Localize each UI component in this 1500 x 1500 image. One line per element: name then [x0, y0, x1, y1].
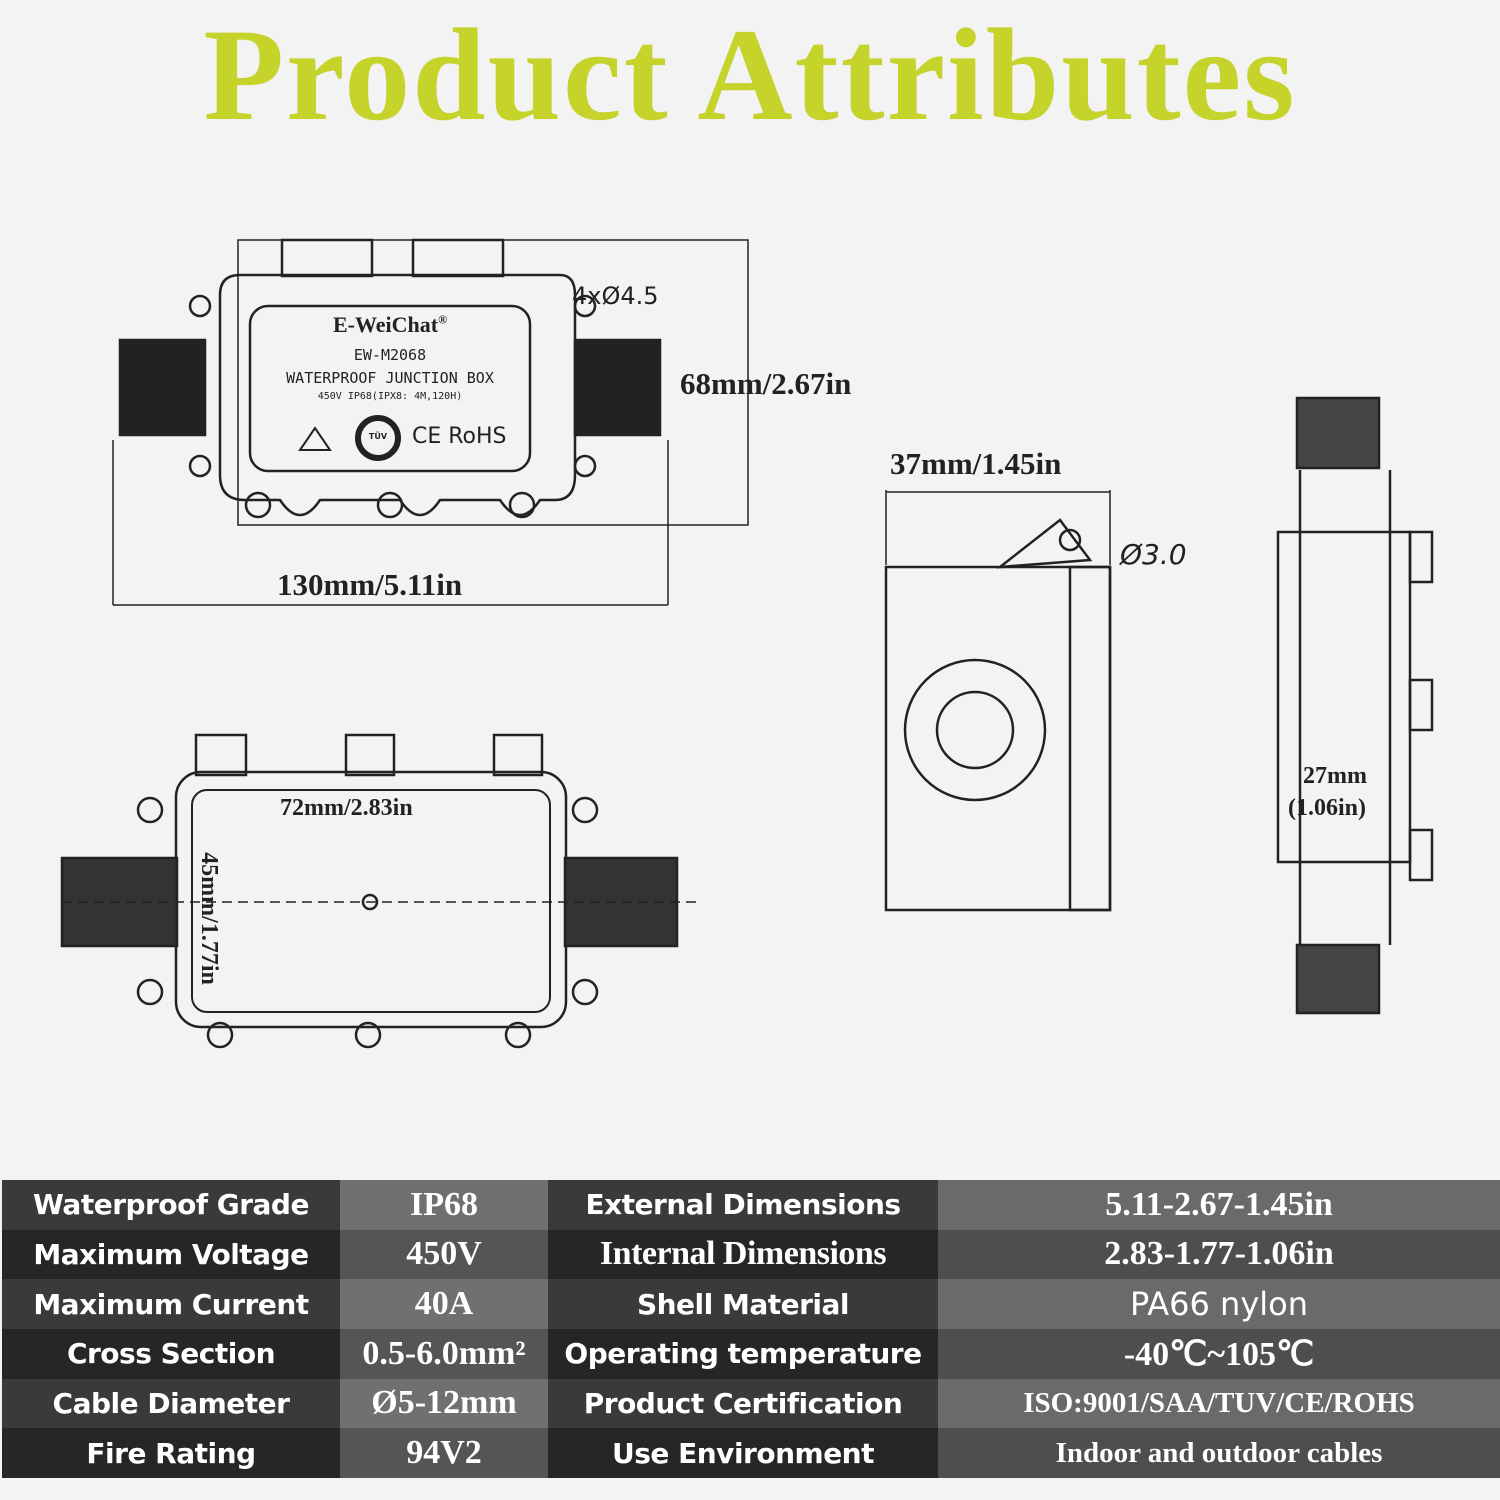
page-title: Product Attributes [203, 1, 1297, 148]
attribute-name: Cross Section [2, 1329, 340, 1379]
attribute-name: Waterproof Grade [2, 1180, 340, 1230]
side-hole-dimension: Ø3.0 [1120, 538, 1187, 571]
brand-name: E-WeiChat [332, 312, 439, 337]
height-dimension: 68mm/2.67in [680, 366, 852, 401]
attribute-value: Indoor and outdoor cables [938, 1428, 1500, 1478]
tuv-logo: TÜV [368, 432, 388, 441]
attribute-value: 40A [340, 1279, 548, 1329]
attribute-name: Operating temperature [548, 1329, 938, 1379]
inner-depth-mm: 27mm [1303, 763, 1367, 789]
rating-label: 450V IP68(IPX8: 4M,120H) [317, 391, 463, 402]
front-view-drawing [112, 238, 749, 606]
attribute-name: Use Environment [548, 1428, 938, 1478]
brand-label: E-WeiChat® [250, 312, 530, 338]
attribute-name: Internal Dimensions [548, 1229, 938, 1280]
attribute-name: Maximum Current [2, 1279, 340, 1329]
attribute-name: Fire Rating [2, 1428, 340, 1478]
attribute-value: 2.83-1.77-1.06in [938, 1229, 1500, 1280]
attribute-value: IP68 [340, 1180, 548, 1230]
attribute-value: Ø5-12mm [340, 1378, 548, 1429]
attribute-name: Shell Material [548, 1279, 938, 1329]
holes-dimension: 4xØ4.5 [572, 282, 659, 310]
model-label: EW-M2068 [353, 346, 427, 364]
attribute-value: 94V2 [340, 1428, 548, 1478]
end-view-drawing [1276, 396, 1434, 1015]
attribute-name: Cable Diameter [2, 1378, 340, 1429]
inner-depth-in: (1.06in) [1288, 795, 1366, 821]
attribute-name: Product Certification [548, 1378, 938, 1429]
length-dimension: 130mm/5.11in [277, 567, 463, 602]
attribute-name: External Dimensions [548, 1180, 938, 1230]
depth-dimension: 37mm/1.45in [890, 446, 1062, 481]
attribute-value: 450V [340, 1229, 548, 1280]
top-view-drawing [60, 733, 700, 1049]
ce-rohs-logo: CE RoHS [412, 424, 507, 449]
inner-width-dimension: 45mm/1.77in [195, 852, 222, 985]
attribute-value: 5.11-2.67-1.45in [938, 1180, 1500, 1230]
attribute-value: 0.5-6.0mm² [340, 1329, 548, 1379]
registered-mark: ® [438, 312, 448, 327]
attribute-value: PA66 nylon [938, 1279, 1500, 1329]
inner-length-dimension: 72mm/2.83in [280, 795, 413, 821]
attribute-name: Maximum Voltage [2, 1229, 340, 1280]
attribute-value: -40℃~105℃ [938, 1329, 1500, 1379]
product-label: WATERPROOF JUNCTION BOX [286, 369, 494, 387]
technical-drawing [60, 238, 1434, 1049]
attribute-value: ISO:9001/SAA/TUV/CE/ROHS [938, 1378, 1500, 1429]
side-view-drawing [884, 490, 1112, 912]
